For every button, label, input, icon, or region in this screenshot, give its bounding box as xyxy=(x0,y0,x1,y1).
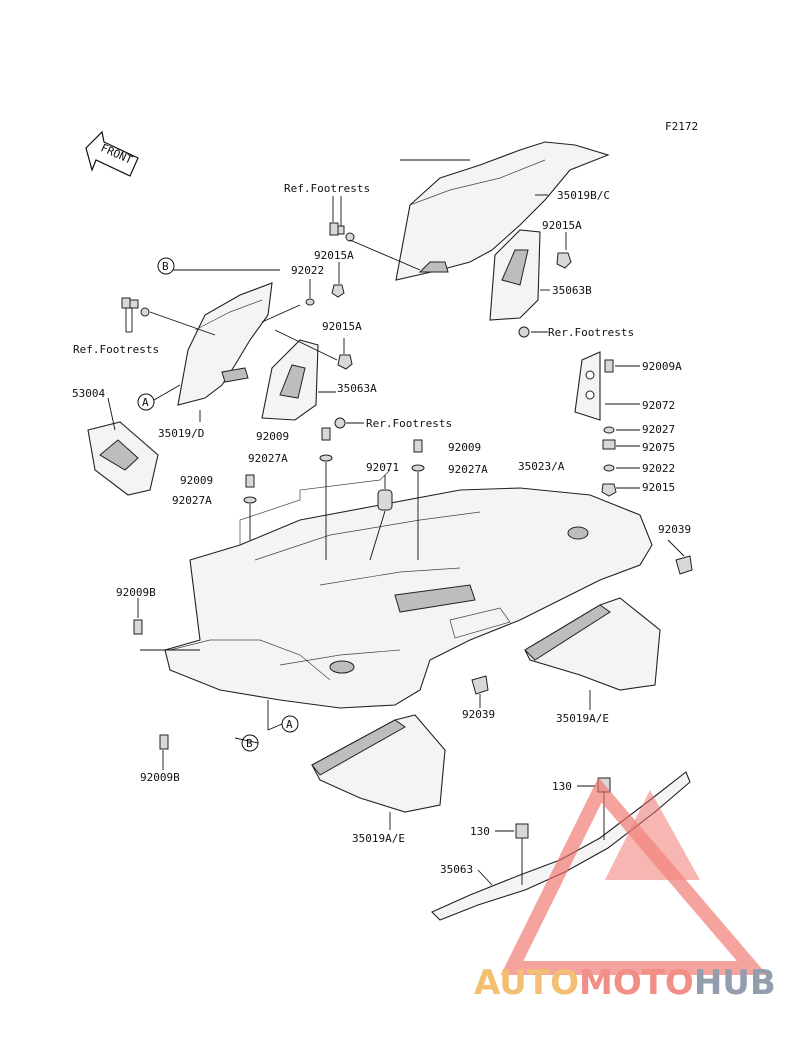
label-92022-left: 92022 xyxy=(291,264,324,277)
bolt-92009-left-icon xyxy=(245,474,255,488)
label-rer-footrests-right: Rer.Footrests xyxy=(548,326,634,339)
washer-92022-right-icon xyxy=(603,464,615,472)
callout-a-left-icon: A xyxy=(137,393,155,411)
bracket-35063b-part xyxy=(489,229,541,321)
washer-92027a-center-icon xyxy=(319,454,333,462)
callout-b-top-icon: B xyxy=(157,257,175,275)
bolt-92009a-icon xyxy=(604,359,614,373)
rear-fender-left-part xyxy=(170,269,280,406)
rear-body-35023a-part xyxy=(164,469,653,709)
svg-text:B: B xyxy=(246,737,253,750)
bolt-92009b-left-icon xyxy=(133,619,143,635)
label-35019d: 35019/D xyxy=(158,427,204,440)
label-35063: 35063 xyxy=(440,863,473,876)
grommet-92071-icon xyxy=(377,489,393,511)
label-92015a-mid: 92015A xyxy=(314,249,354,262)
washer-92022-left-icon xyxy=(305,298,315,306)
bolt-92009-right-icon xyxy=(413,439,423,453)
bracket-35063a-part xyxy=(261,339,319,421)
bolt-92009b-bottom-icon xyxy=(159,734,169,750)
washer-92027-icon xyxy=(603,426,615,434)
mud-flap-right-part xyxy=(524,597,661,691)
label-ref-footrests-top: Ref.Footrests xyxy=(284,182,370,195)
label-35063a: 35063A xyxy=(337,382,377,395)
svg-text:AUTOMOTOHUB: AUTOMOTOHUB xyxy=(474,963,776,1003)
label-35023a: 35023/A xyxy=(518,460,565,473)
label-92027a-left: 92027A xyxy=(172,494,212,507)
bolt-130-lower-icon xyxy=(515,823,529,839)
label-92015a-left: 92015A xyxy=(322,320,362,333)
label-92039-center: 92039 xyxy=(462,708,495,721)
svg-text:A: A xyxy=(286,718,293,731)
figure-code: F2172 xyxy=(665,120,698,133)
callout-a-bottom-icon: A xyxy=(281,715,299,733)
callout-b-bottom-icon: B xyxy=(241,734,259,752)
label-ref-footrests-left: Ref.Footrests xyxy=(73,343,159,356)
label-53004: 53004 xyxy=(72,387,105,400)
label-92027: 92027 xyxy=(642,423,675,436)
screw-92039-center-icon xyxy=(471,675,489,695)
svg-text:A: A xyxy=(142,396,149,409)
label-92071: 92071 xyxy=(366,461,399,474)
label-35019ae-left: 35019A/E xyxy=(352,832,405,845)
svg-text:B: B xyxy=(162,260,169,273)
automotohub-watermark-logo: AUTOMOTOHUB xyxy=(474,777,776,1003)
bracket-92072-part xyxy=(574,351,601,421)
label-92015: 92015 xyxy=(642,481,675,494)
label-35019ae-right: 35019A/E xyxy=(556,712,609,725)
label-92022-right: 92022 xyxy=(642,462,675,475)
nut-rer-footrests-left-icon xyxy=(334,417,346,429)
label-92039-right: 92039 xyxy=(658,523,691,536)
label-92009-left: 92009 xyxy=(180,474,213,487)
washer-92027a-right-icon xyxy=(411,464,425,472)
bolts-ref-footrests-top-icon xyxy=(329,222,355,242)
nut-92015-icon xyxy=(601,483,617,497)
label-35063b: 35063B xyxy=(552,284,592,297)
spacer-92075-icon xyxy=(602,439,616,450)
screw-92039-right-icon xyxy=(675,555,693,575)
label-35019bc: 35019B/C xyxy=(557,189,610,202)
rear-fender-right-part xyxy=(395,141,610,281)
label-92009-center: 92009 xyxy=(256,430,289,443)
mat-53004-part xyxy=(87,421,159,496)
bolt-92015a-icon xyxy=(556,252,572,269)
label-92072: 92072 xyxy=(642,399,675,412)
washer-92027a-left-icon xyxy=(243,496,257,504)
label-92009-right: 92009 xyxy=(448,441,481,454)
label-130-upper: 130 xyxy=(552,780,572,793)
label-92075: 92075 xyxy=(642,441,675,454)
label-92009b-left: 92009B xyxy=(116,586,156,599)
nut-rer-footrests-right-icon xyxy=(518,326,530,338)
label-92027a-right: 92027A xyxy=(448,463,488,476)
nut-92015a-left-icon xyxy=(337,354,353,370)
label-92009b-bottom: 92009B xyxy=(140,771,180,784)
mud-flap-left-part xyxy=(311,714,446,813)
brace-35063-part xyxy=(431,771,691,921)
part-labels: Ref.Footrests 35019B/C 92015A 92015A 920… xyxy=(72,182,691,876)
label-92027a-center: 92027A xyxy=(248,452,288,465)
label-92015a-right: 92015A xyxy=(542,219,582,232)
front-arrow-icon: FRONT xyxy=(85,130,139,177)
label-rer-footrests-left: Rer.Footrests xyxy=(366,417,452,430)
label-130-lower: 130 xyxy=(470,825,490,838)
label-92009a: 92009A xyxy=(642,360,682,373)
bolt-92009-center-icon xyxy=(321,427,331,441)
bolts-ref-footrests-left-icon xyxy=(121,297,150,317)
nut-92015a-mid-icon xyxy=(331,284,345,298)
